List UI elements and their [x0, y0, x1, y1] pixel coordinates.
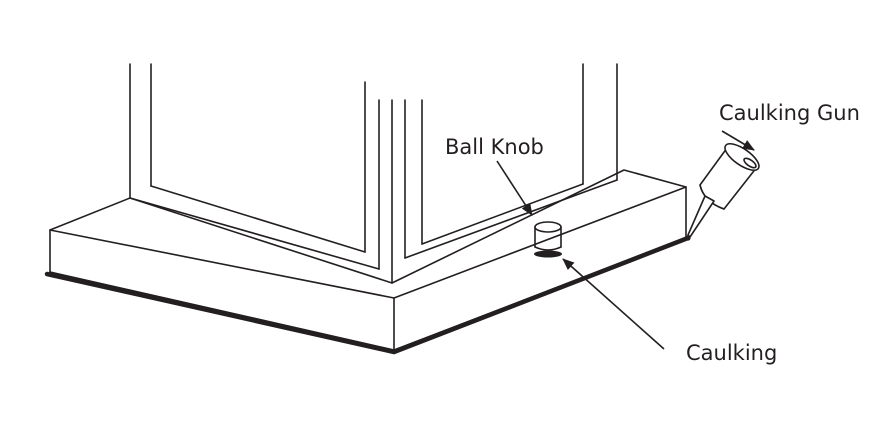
caulking-label: Caulking	[686, 341, 778, 365]
caulking-gun-arrow	[721, 130, 755, 151]
ball-knob-label: Ball Knob	[445, 135, 544, 159]
caulking-bead	[44, 235, 691, 355]
caulking-arrow	[562, 258, 665, 350]
caulking-gun	[687, 142, 760, 238]
ball-knob-arrow	[496, 160, 533, 216]
cabinet-left-side	[129, 63, 380, 270]
caulking-gun-label: Caulking Gun	[719, 101, 860, 125]
ball-knob	[534, 221, 562, 251]
cabinet-base	[49, 169, 687, 351]
cabinet-right-side	[404, 63, 618, 259]
